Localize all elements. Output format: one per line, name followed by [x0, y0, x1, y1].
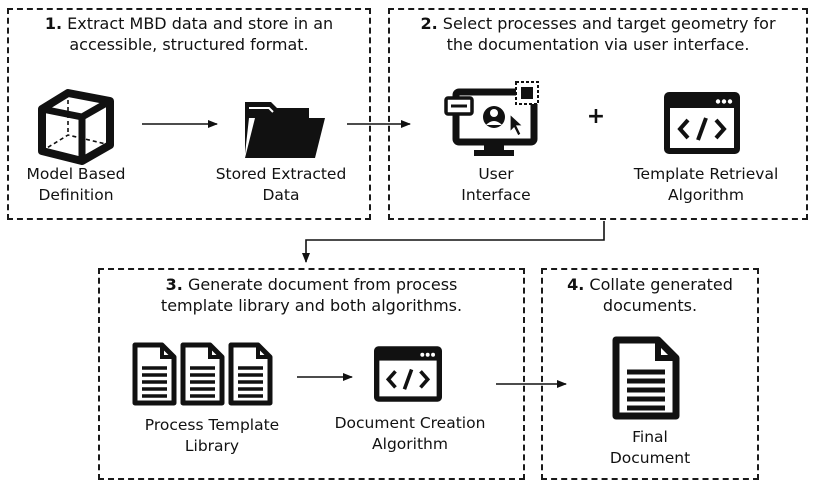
- document-icon: [612, 336, 680, 420]
- label-template-algo-line1: Template Retrieval: [633, 165, 779, 183]
- code-window-icon: [664, 92, 740, 154]
- label-final-document: Final Document: [590, 427, 710, 469]
- step-3-number: 3.: [165, 275, 183, 294]
- label-model-based-definition: Model Based Definition: [6, 164, 146, 206]
- cube-icon: [38, 89, 114, 165]
- step-2-title-line2: the documentation via user interface.: [446, 35, 750, 54]
- step-2-title: 2. Select processes and target geometry …: [390, 13, 806, 55]
- step-1-title: 1. Extract MBD data and store in an acce…: [9, 13, 369, 55]
- label-mbd-line2: Definition: [38, 186, 114, 204]
- step-3-title-line2: template library and both algorithms.: [160, 296, 463, 315]
- step-4-number: 4.: [567, 275, 585, 294]
- user-interface-icon: [444, 81, 539, 156]
- label-final-line1: Final: [632, 428, 668, 446]
- label-document-creation-algorithm: Document Creation Algorithm: [320, 413, 500, 455]
- step-4-title-line2: documents.: [602, 296, 698, 315]
- label-mbd-line1: Model Based: [26, 165, 126, 183]
- label-stored-extracted-data: Stored Extracted Data: [196, 164, 366, 206]
- label-template-retrieval-algorithm: Template Retrieval Algorithm: [616, 164, 796, 206]
- label-final-line2: Document: [609, 449, 691, 467]
- step-2-box: [388, 8, 808, 220]
- step-2-title-line1: Select processes and target geometry for: [442, 14, 776, 33]
- step-3-box: [98, 268, 525, 480]
- label-template-algo-line2: Algorithm: [668, 186, 744, 204]
- label-ui-line2: Interface: [461, 186, 531, 204]
- label-library-line1: Process Template: [144, 416, 280, 434]
- label-user-interface: User Interface: [436, 164, 556, 206]
- step-4-title-line1: Collate generated: [589, 275, 733, 294]
- step-4-box: [541, 268, 759, 480]
- step-3-title-line1: Generate document from process: [187, 275, 458, 294]
- step-1-title-line1: Extract MBD data and store in an: [67, 14, 334, 33]
- label-stored-line2: Data: [262, 186, 300, 204]
- step-4-title: 4. Collate generated documents.: [543, 274, 757, 316]
- document-stack-icon: [132, 342, 272, 406]
- label-doc-algo-line2: Algorithm: [372, 435, 448, 453]
- label-stored-line1: Stored Extracted: [215, 165, 347, 183]
- step-3-title: 3. Generate document from process templa…: [100, 274, 523, 316]
- label-process-template-library: Process Template Library: [122, 415, 302, 457]
- step-1-box: [7, 8, 371, 220]
- label-library-line2: Library: [184, 437, 240, 455]
- plus-sign: +: [586, 104, 606, 129]
- code-window-icon: [374, 346, 442, 402]
- step-1-number: 1.: [44, 14, 63, 33]
- arrow-step2-to-step3: [302, 221, 605, 263]
- folder-icon: [245, 102, 325, 158]
- label-ui-line1: User: [478, 165, 514, 183]
- label-doc-algo-line1: Document Creation: [334, 414, 486, 432]
- step-2-number: 2.: [420, 14, 438, 33]
- step-1-title-line2: accessible, structured format.: [69, 35, 309, 54]
